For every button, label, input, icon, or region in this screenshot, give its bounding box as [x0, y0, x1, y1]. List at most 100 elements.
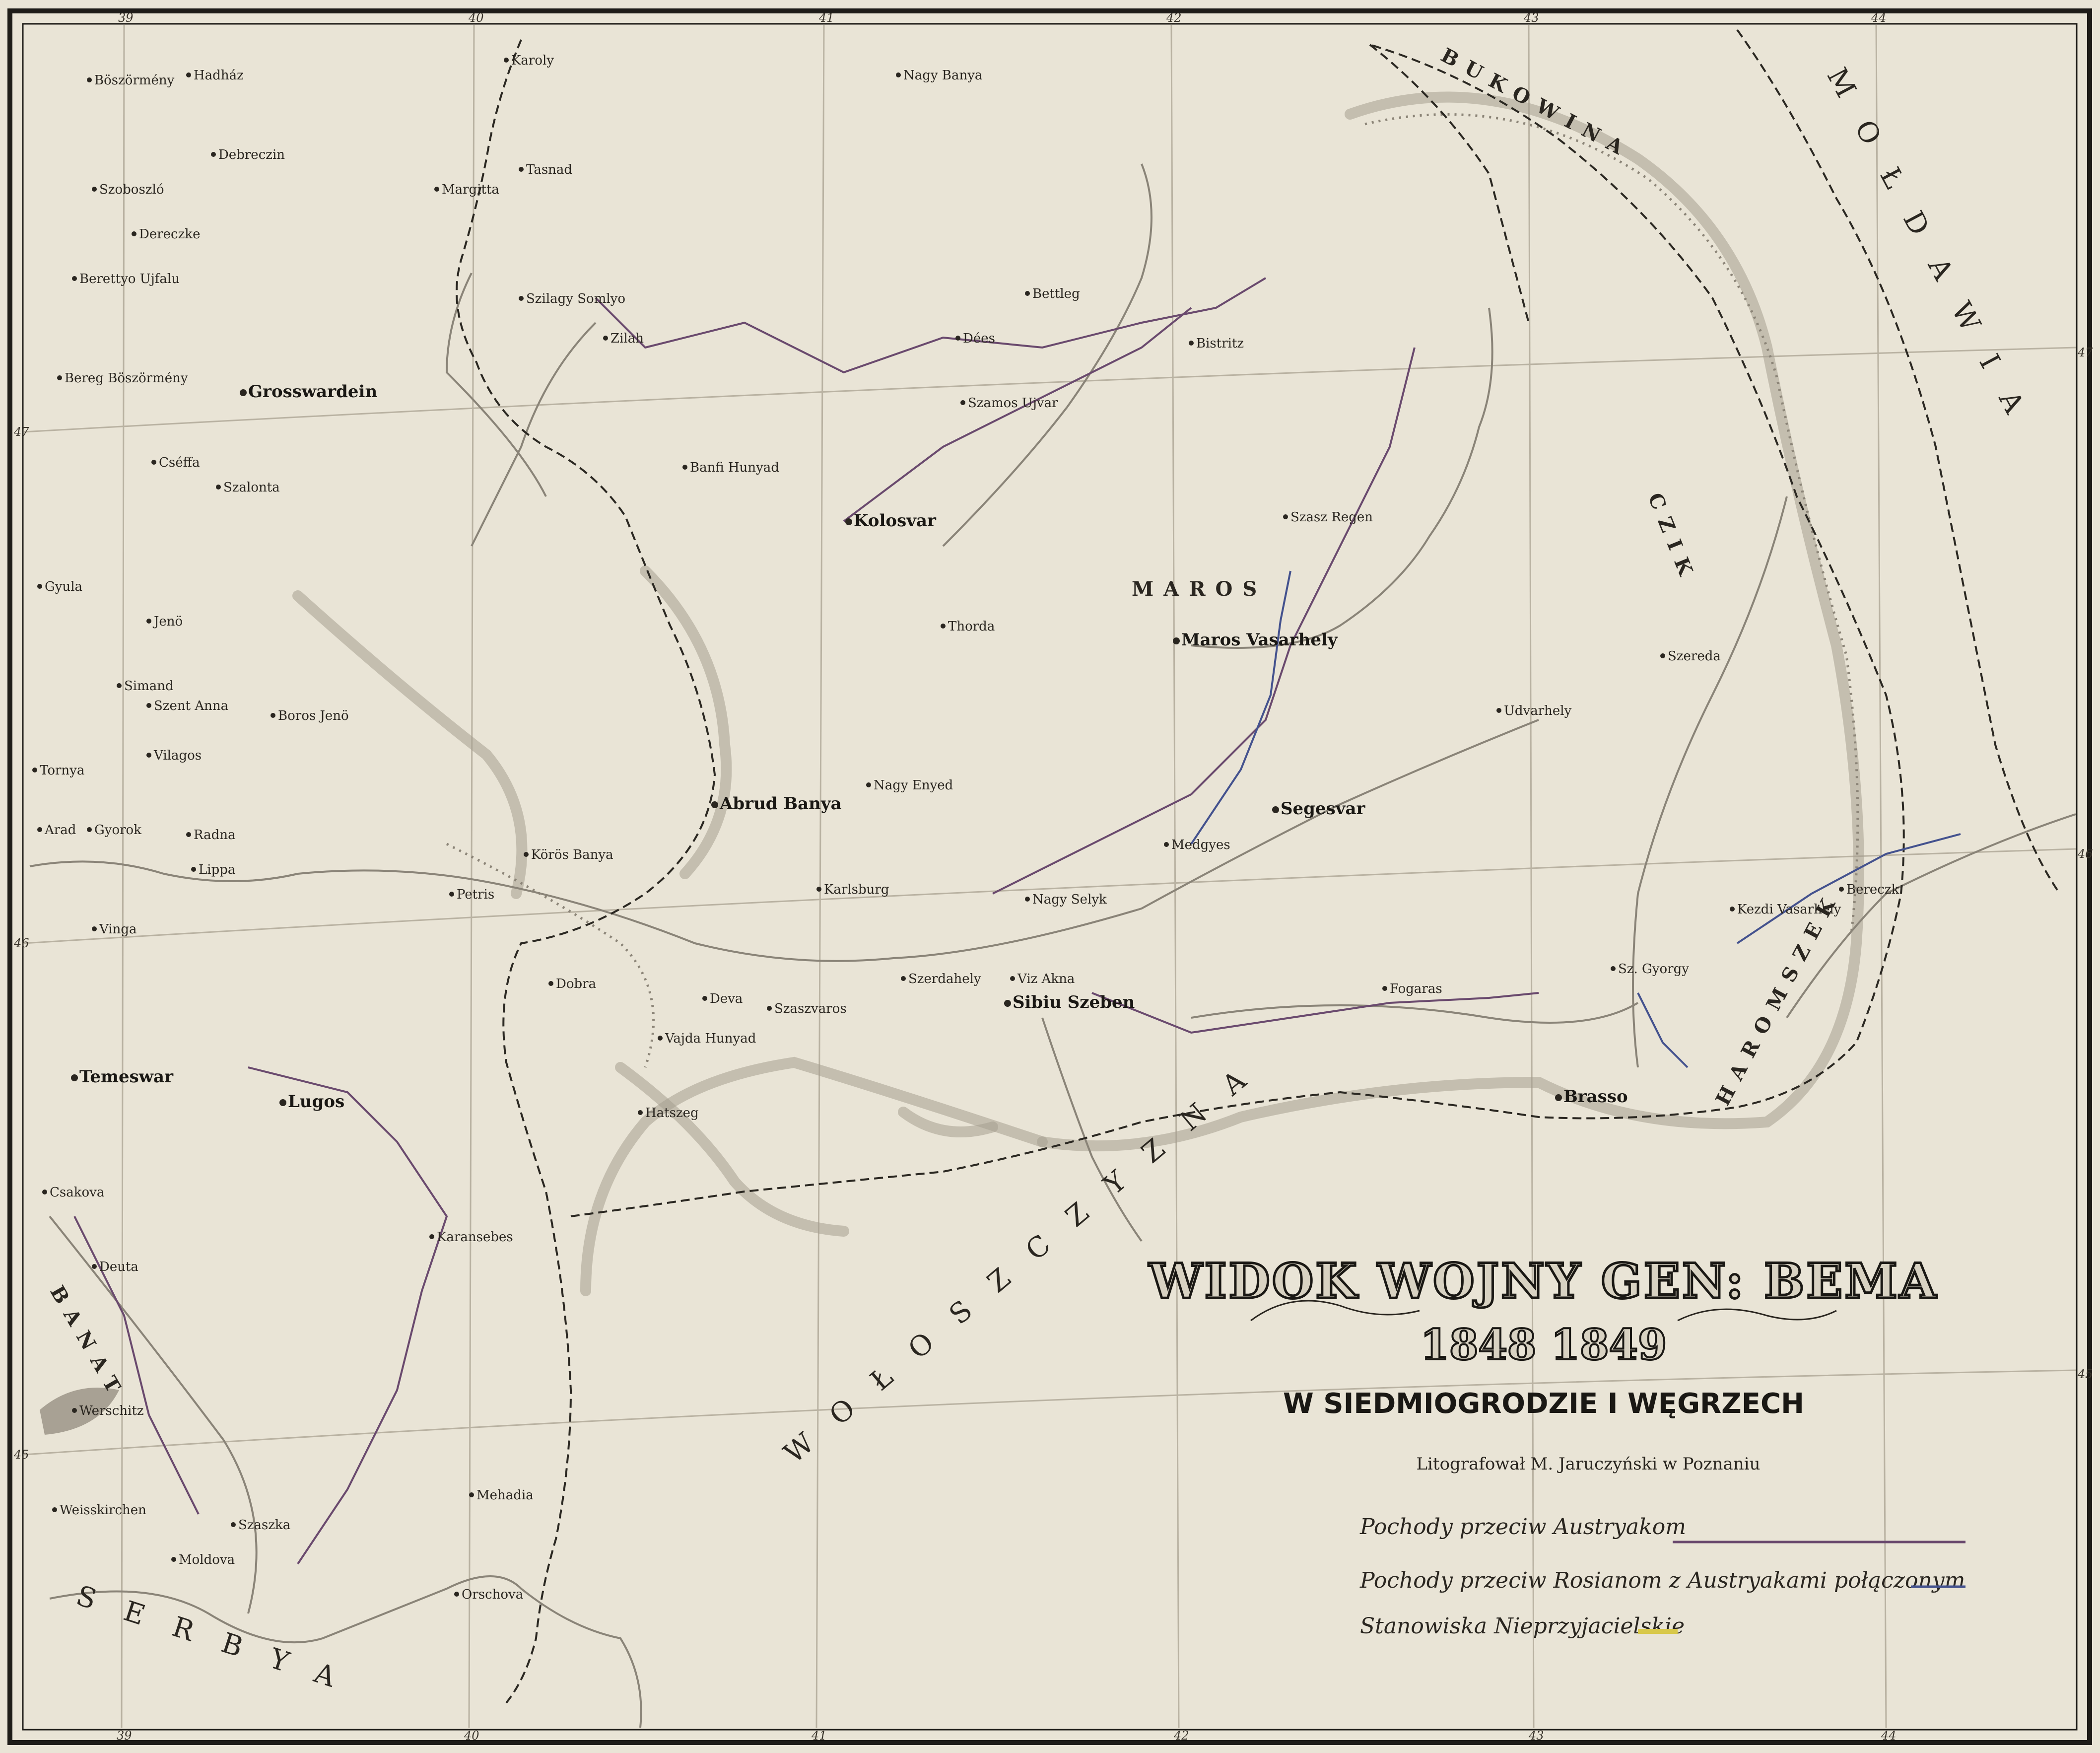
grid-labels-bottom: 39 40 41 42 43 44: [117, 1729, 1897, 1743]
grid-label-right: 45: [2077, 1367, 2093, 1381]
settlement-marker: [1496, 708, 1501, 713]
settlement-marker: [1025, 291, 1030, 296]
region-label-maros: MAROS: [1132, 577, 1267, 601]
settlement-label: Banfi Hunyad: [690, 460, 779, 475]
settlement-label: Hadház: [194, 68, 244, 83]
settlement-label: Arad: [44, 823, 76, 838]
settlement-label: Karoly: [511, 53, 554, 68]
grid-labels-right: 47 46 45: [2077, 346, 2093, 1381]
settlement-label: Mehadia: [476, 1488, 534, 1503]
settlement-marker: [682, 465, 687, 470]
settlement-marker: [469, 1492, 474, 1497]
settlement-marker: [72, 276, 77, 281]
settlement-label: Radna: [194, 828, 236, 842]
settlement-label: Bistritz: [1196, 336, 1244, 351]
settlement-marker: [271, 713, 275, 718]
settlement-label: Nagy Banya: [903, 68, 982, 83]
legend-label-russians: Pochody przeciw Rosianom z Austryakami p…: [1359, 1568, 1965, 1593]
settlement-marker: [72, 1408, 77, 1413]
settlement-label: Böszörmény: [94, 73, 175, 88]
settlement-marker: [87, 77, 92, 82]
settlement-label: Szereda: [1668, 649, 1721, 664]
settlement-marker: [901, 976, 906, 981]
settlement-marker: [816, 887, 821, 892]
title-flourish: [1250, 1300, 1420, 1322]
inner-frame: [22, 23, 2078, 1731]
legend-label-austrians: Pochody przeciw Austryakom: [1359, 1514, 1686, 1540]
borders: [456, 29, 2061, 1704]
settlement-label: Segesvar: [1281, 799, 1366, 819]
settlement-label: Abrud Banya: [719, 794, 842, 814]
settlement-label: Dereczke: [139, 227, 200, 242]
grid-label-bottom: 41: [811, 1729, 827, 1743]
settlement-marker: [603, 336, 608, 341]
settlement-label: Karansebes: [437, 1230, 513, 1245]
settlement-label: Petris: [457, 887, 494, 902]
settlement-marker: [171, 1557, 176, 1562]
settlement-marker: [87, 827, 92, 832]
settlement-label: Szoboszló: [99, 182, 164, 197]
settlement-marker: [186, 832, 191, 837]
grid-labels-top: 39 40 41 42 43 44: [118, 11, 1887, 25]
settlement-label: Simand: [124, 679, 174, 694]
settlement-marker: [638, 1110, 643, 1115]
settlement-label: Szerdahely: [908, 972, 981, 986]
settlement-label: Szaszka: [238, 1518, 290, 1533]
settlement-marker: [1173, 637, 1180, 644]
settlement-label: Boros Jenö: [278, 708, 349, 723]
grid-label-top: 39: [118, 11, 134, 25]
settlement-label: Kezdi Vasarhely: [1737, 902, 1841, 917]
grid-label-bottom: 43: [1528, 1729, 1544, 1743]
settlement-marker: [711, 801, 718, 808]
grid-label-top: 44: [1871, 11, 1887, 25]
settlement-label: Tornya: [40, 763, 84, 778]
settlement-marker: [1611, 966, 1616, 971]
settlement-marker: [92, 187, 97, 192]
settlement-label: Werschitz: [79, 1403, 144, 1418]
settlement-marker: [955, 336, 960, 341]
settlement-label: Orschova: [462, 1587, 523, 1602]
settlement-marker: [767, 1006, 772, 1011]
settlement-label: Szent Anna: [154, 699, 228, 713]
grid-label-left: 47: [13, 425, 29, 439]
settlement-marker: [702, 996, 707, 1001]
settlement-label: Hatszeg: [645, 1106, 699, 1121]
grid-label-top: 43: [1523, 11, 1539, 25]
settlement-label: Sibiu Szeben: [1013, 992, 1135, 1012]
settlement-label: Szalonta: [223, 480, 280, 495]
settlement-label: Nagy Selyk: [1032, 892, 1107, 907]
map-title: WIDOK WOJNY GEN: BEMA: [1149, 1253, 1938, 1309]
settlement-label: Vajda Hunyad: [665, 1031, 756, 1046]
settlement-marker: [960, 400, 965, 405]
settlement-marker: [519, 296, 524, 301]
settlement-label: Lippa: [199, 862, 235, 877]
settlement-marker: [32, 768, 37, 772]
settlement-marker: [71, 1074, 78, 1081]
settlement-label: Szaszvaros: [774, 1001, 847, 1016]
settlement-marker: [1010, 976, 1015, 981]
settlement-marker: [1730, 907, 1735, 912]
settlement-label: Sz. Gyorgy: [1618, 962, 1689, 977]
settlement-label: Zilah: [610, 331, 644, 346]
legend-label-enemy-positions: Stanowiska Nieprzyjacielskie: [1360, 1613, 1685, 1639]
settlement-label: Margitta: [442, 182, 499, 197]
mountain-ranges: [292, 91, 1864, 1296]
settlement-label: Szamos Ujvar: [968, 396, 1058, 411]
settlement-marker: [1272, 806, 1279, 813]
settlement-label: Körös Banya: [531, 847, 613, 862]
settlement-label: Gyula: [45, 579, 82, 594]
title-cartouche: WIDOK WOJNY GEN: BEMA 1848 1849 W SIEDMI…: [1147, 1252, 1938, 1474]
settlement-label: Debreczin: [218, 147, 285, 162]
settlement-marker: [37, 584, 42, 589]
settlement-label: Weisskirchen: [60, 1503, 146, 1518]
settlement-label: Fogaras: [1390, 982, 1442, 996]
settlement-marker: [504, 58, 509, 63]
grid-label-left: 45: [13, 1448, 29, 1462]
settlement-label: Vinga: [99, 922, 137, 937]
settlement-marker: [279, 1099, 286, 1106]
grid-label-bottom: 42: [1173, 1729, 1189, 1743]
settlement-marker: [1382, 986, 1387, 991]
settlement-marker: [434, 187, 439, 192]
outer-frame: [7, 8, 2092, 1745]
